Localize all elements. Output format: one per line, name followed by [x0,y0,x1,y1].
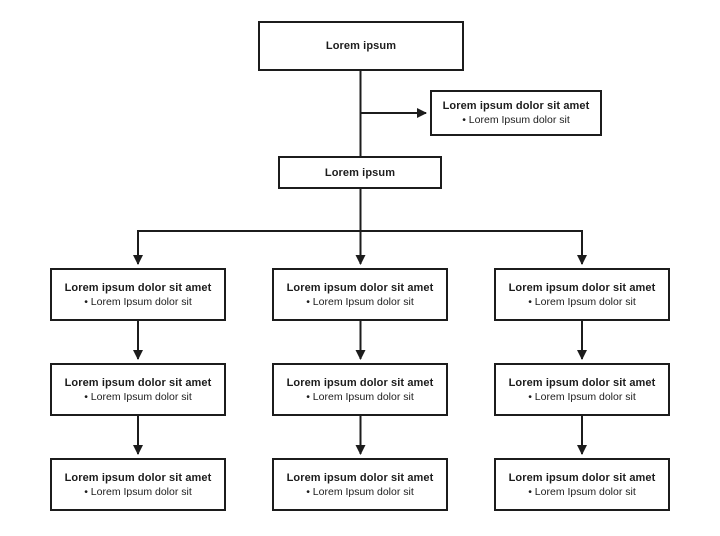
node-title: Lorem ipsum dolor sit amet [508,376,656,389]
node-title: Lorem ipsum dolor sit amet [286,281,434,294]
node-col2-row1: Lorem ipsum dolor sit amet • Lorem Ipsum… [272,268,448,321]
node-col1-row3: Lorem ipsum dolor sit amet • Lorem Ipsum… [50,458,226,511]
node-title: Lorem ipsum dolor sit amet [64,376,212,389]
node-bullet: • Lorem Ipsum dolor sit [84,295,192,308]
node-bullet: • Lorem Ipsum dolor sit [528,485,636,498]
node-col3-row1: Lorem ipsum dolor sit amet • Lorem Ipsum… [494,268,670,321]
node-title: Lorem ipsum dolor sit amet [286,376,434,389]
node-bullet: • Lorem Ipsum dolor sit [306,295,414,308]
node-title: Lorem ipsum dolor sit amet [286,471,434,484]
node-root: Lorem ipsum [258,21,464,71]
node-col3-row2: Lorem ipsum dolor sit amet • Lorem Ipsum… [494,363,670,416]
node-col2-row3: Lorem ipsum dolor sit amet • Lorem Ipsum… [272,458,448,511]
node-parent: Lorem ipsum [278,156,442,189]
node-title: Lorem ipsum dolor sit amet [508,281,656,294]
node-col2-row2: Lorem ipsum dolor sit amet • Lorem Ipsum… [272,363,448,416]
node-annotation: Lorem ipsum dolor sit amet • Lorem Ipsum… [430,90,602,136]
node-bullet: • Lorem Ipsum dolor sit [528,295,636,308]
node-bullet: • Lorem Ipsum dolor sit [84,485,192,498]
node-bullet: • Lorem Ipsum dolor sit [84,390,192,403]
node-col1-row1: Lorem ipsum dolor sit amet • Lorem Ipsum… [50,268,226,321]
node-parent-title: Lorem ipsum [324,166,396,179]
node-annotation-bullet: • Lorem Ipsum dolor sit [462,114,570,126]
node-title: Lorem ipsum dolor sit amet [64,471,212,484]
node-root-title: Lorem ipsum [325,40,397,52]
node-title: Lorem ipsum dolor sit amet [64,281,212,294]
node-title: Lorem ipsum dolor sit amet [508,471,656,484]
node-col1-row2: Lorem ipsum dolor sit amet • Lorem Ipsum… [50,363,226,416]
node-bullet: • Lorem Ipsum dolor sit [528,390,636,403]
node-col3-row3: Lorem ipsum dolor sit amet • Lorem Ipsum… [494,458,670,511]
node-annotation-title: Lorem ipsum dolor sit amet [442,100,590,112]
node-bullet: • Lorem Ipsum dolor sit [306,390,414,403]
node-bullet: • Lorem Ipsum dolor sit [306,485,414,498]
